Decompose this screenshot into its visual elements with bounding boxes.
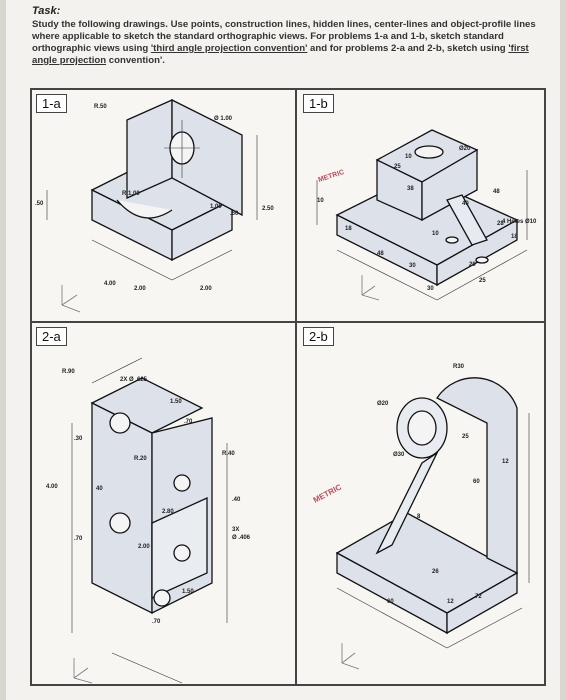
dim-2a-13: Ø .406 <box>232 535 251 541</box>
problem-label-1a: 1-a <box>36 94 67 113</box>
third-angle-text: 'third angle projection convention' <box>150 43 308 54</box>
worksheet: Task: Study the following drawings. Use … <box>6 0 560 700</box>
task-title: Task: <box>32 5 61 17</box>
dim-2a-3: 1.50 <box>170 399 182 405</box>
problem-1a: 1-a R. <box>31 89 296 322</box>
dim-1b-8: 18 <box>345 226 352 232</box>
dim-1a-4: Ø 1.00 <box>214 116 233 122</box>
problem-grid: 1-a R. <box>30 88 546 686</box>
drawing-2b: METRIC R30 Ø20 Ø30 25 12 60 8 26 60 12 7… <box>312 364 530 670</box>
dim-2b-3: Ø30 <box>393 452 405 458</box>
dim-2a-7: .30 <box>74 436 83 442</box>
dim-2a-11: 2.80 <box>162 509 174 515</box>
drawing-2a: R.90 2X Ø .625 1.50 .70 R.20 R.40 .30 4.… <box>46 357 251 684</box>
dim-1a-8: 4.00 <box>104 281 116 287</box>
dim-2a-17: .70 <box>152 619 161 625</box>
dim-1a-6: .60 <box>230 211 239 217</box>
axis-icon-1a <box>61 285 81 313</box>
task-instructions: Task: Study the following drawings. Use … <box>32 5 552 67</box>
problem-label-2a: 2-a <box>36 327 67 346</box>
dim-1b-9: 10 <box>432 231 439 237</box>
metric-stamp-2b: METRIC <box>312 482 343 504</box>
dim-2a-10: .40 <box>232 497 241 503</box>
dim-1b-14: 30 <box>427 286 434 292</box>
dim-1b-17: 4 Holes Ø10 <box>502 219 537 225</box>
dim-1b-5: 48 <box>493 189 500 195</box>
dim-2a-1: R.90 <box>62 369 75 375</box>
drawing-1a: R.50 .50 R 1.00 Ø 1.00 1.00 .60 2.50 4.0… <box>35 98 274 313</box>
dim-2a-8: 4.00 <box>46 484 58 490</box>
task-body: Study the following drawings. Use points… <box>32 19 552 67</box>
dim-2b-10: 12 <box>447 599 454 605</box>
dim-1a-5: 1.00 <box>210 204 222 210</box>
dim-2b-7: 8 <box>417 514 421 520</box>
dim-1b-12: 20 <box>469 262 476 268</box>
dim-2b-9: 60 <box>387 599 394 605</box>
axis-icon-1b <box>361 275 380 301</box>
dim-2a-6: R.40 <box>222 451 235 457</box>
dim-1a-2: .50 <box>35 201 44 207</box>
dim-1b-2: 10 <box>405 154 412 160</box>
dim-2b-2: Ø20 <box>377 401 389 407</box>
problem-1b: 1-b <box>296 89 545 322</box>
dim-1a-10: 2.00 <box>200 286 212 292</box>
dim-2a-4: .70 <box>184 419 193 425</box>
dim-2b-6: 60 <box>473 479 480 485</box>
dim-1b-16: 18 <box>511 234 518 240</box>
dim-1a-1: R.50 <box>94 104 107 110</box>
dim-1a-7: 2.50 <box>262 206 274 212</box>
dim-2a-14: .70 <box>74 536 83 542</box>
dim-1b-13: 28 <box>497 221 504 227</box>
dim-1b-7: 10 <box>317 198 324 204</box>
dim-1b-11: 30 <box>409 263 416 269</box>
task-text-1: Study the following drawings. Use points… <box>32 19 536 54</box>
dim-1b-4: 38 <box>407 186 414 192</box>
dim-2a-5: R.20 <box>134 456 147 462</box>
dim-1b-3: Ø20 <box>459 146 471 152</box>
dim-2a-9: 40 <box>96 486 103 492</box>
task-text-2: and for problems 2-a and 2-b, sketch usi… <box>307 43 509 54</box>
problem-2b: 2-b METRIC R30 Ø20 <box>296 322 545 685</box>
problem-label-1b: 1-b <box>303 94 334 113</box>
problem-2a: 2-a R. <box>31 322 296 685</box>
dim-2a-15: 2.00 <box>138 544 150 550</box>
dim-2a-12: 3X <box>232 527 239 533</box>
dim-1b-15: 25 <box>479 278 486 284</box>
dim-2b-4: 25 <box>462 434 469 440</box>
dim-1b-6: 40 <box>462 201 469 207</box>
dim-1a-9: 2.00 <box>134 286 146 292</box>
axis-icon-2a <box>73 658 93 684</box>
dim-1b-10: 48 <box>377 251 384 257</box>
task-text-3: convention'. <box>106 55 165 66</box>
drawing-1b: METRIC 25 10 Ø20 38 48 40 10 18 10 48 30… <box>316 129 537 301</box>
dim-1b-1: 25 <box>394 164 401 170</box>
metric-stamp-1b: METRIC <box>317 169 345 184</box>
dim-2a-16: 1.50 <box>182 589 194 595</box>
dim-2a-2: 2X Ø .625 <box>120 377 148 383</box>
axis-icon-2b <box>341 643 360 670</box>
dim-2b-8: 26 <box>432 569 439 575</box>
dim-2b-11: 72 <box>475 594 482 600</box>
dim-2b-5: 12 <box>502 459 509 465</box>
dim-1a-3: R 1.00 <box>122 191 140 197</box>
dim-2b-1: R30 <box>453 364 465 370</box>
problem-label-2b: 2-b <box>303 327 334 346</box>
first-angle-text: 'first angle projection <box>32 43 529 66</box>
